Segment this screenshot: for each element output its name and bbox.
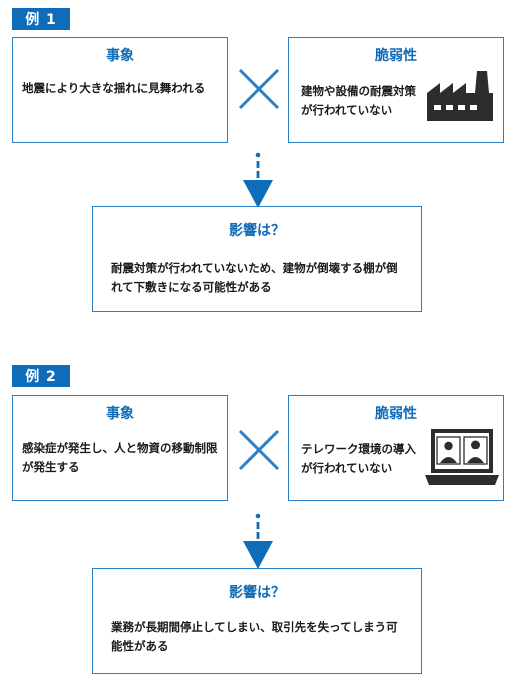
impact-box-2: 影響は？ 業務が長期間停止してしまい、取引先を失ってしまう可能性がある <box>92 568 422 674</box>
vulnerability-title-1: 脆弱性 <box>375 48 417 64</box>
vulnerability-text-1: 建物や設備の耐震対策が行われていない <box>301 84 416 117</box>
multiply-cross-icon-2 <box>238 429 280 471</box>
impact-title-1: 影響は？ <box>229 223 285 239</box>
vulnerability-text-2: テレワーク環境の導入が行われていない <box>301 442 416 475</box>
event-box-2: 事象 感染症が発生し、人と物資の移動制限が発生する <box>12 395 228 501</box>
down-arrow-icon-1 <box>243 152 273 208</box>
event-title-1: 事象 <box>106 48 134 64</box>
event-text-2: 感染症が発生し、人と物資の移動制限が発生する <box>22 441 218 474</box>
example-1-tag: 例 1 <box>12 8 70 30</box>
event-text-1: 地震により大きな揺れに見舞われる <box>22 81 206 95</box>
vulnerability-title-2: 脆弱性 <box>375 406 417 422</box>
laptop-video-call-icon <box>425 429 499 485</box>
example-2-tag: 例 2 <box>12 365 70 387</box>
event-box-1: 事象 地震により大きな揺れに見舞われる <box>12 37 228 143</box>
factory-icon <box>427 71 493 121</box>
impact-title-2: 影響は？ <box>229 585 285 601</box>
down-arrow-icon-2 <box>243 513 273 569</box>
vulnerability-box-2: 脆弱性 テレワーク環境の導入が行われていない <box>288 395 504 501</box>
vulnerability-box-1: 脆弱性 建物や設備の耐震対策が行われていない <box>288 37 504 143</box>
impact-text-2: 業務が長期間停止してしまい、取引先を失ってしまう可能性がある <box>111 620 398 653</box>
multiply-cross-icon-1 <box>238 68 280 110</box>
impact-box-1: 影響は？ 耐震対策が行われていないため、建物が倒壊する棚が倒れて下敷きになる可能… <box>92 206 422 312</box>
impact-text-1: 耐震対策が行われていないため、建物が倒壊する棚が倒れて下敷きになる可能性がある <box>111 261 398 294</box>
event-title-2: 事象 <box>106 406 134 422</box>
